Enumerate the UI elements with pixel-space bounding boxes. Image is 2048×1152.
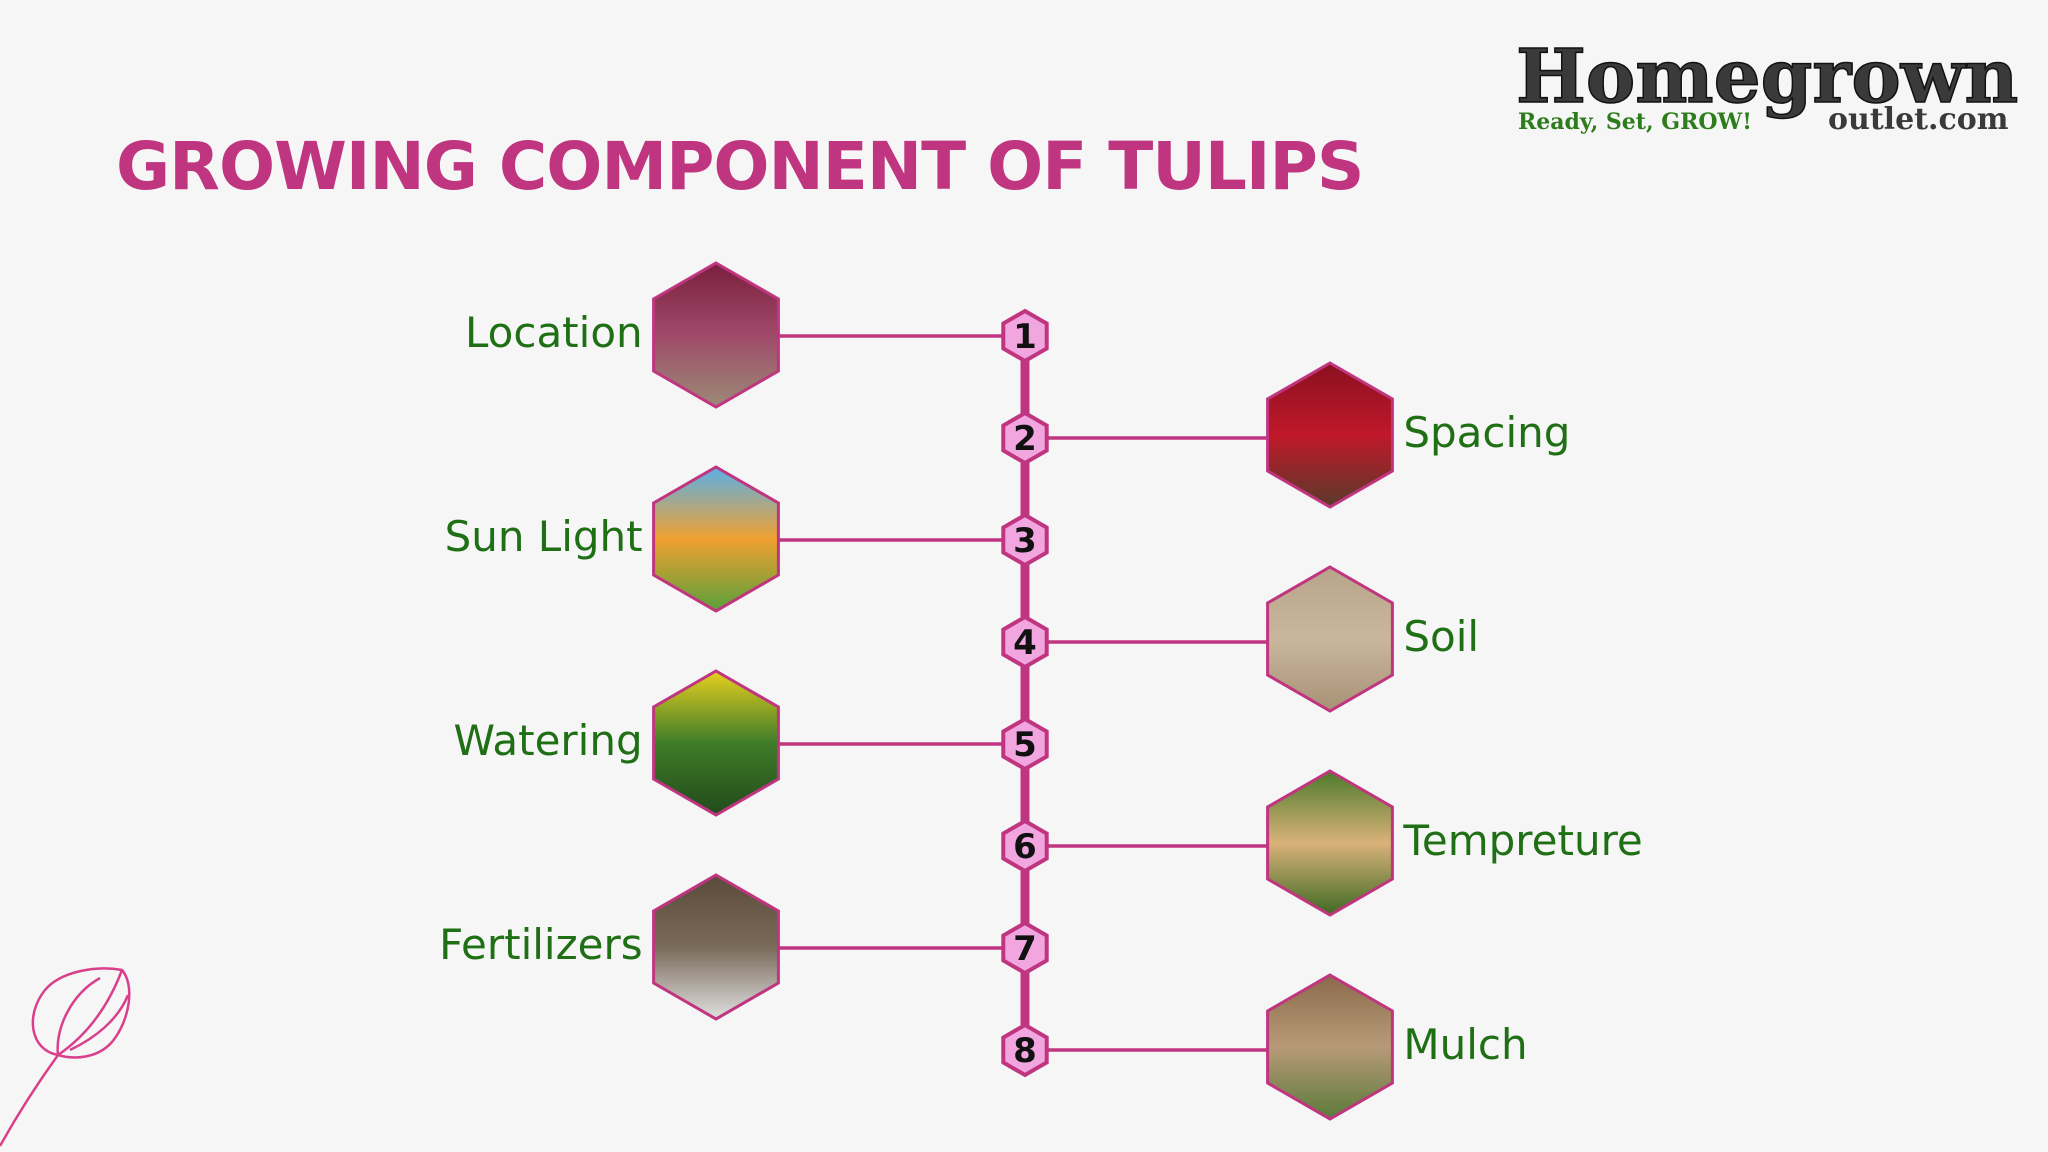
component-label-3: Sun Light [444,512,643,561]
component-label-2: Spacing [1403,408,1571,457]
step-number-4: 4 [1013,623,1037,663]
step-node-8 [1001,1022,1049,1078]
step-number-3: 3 [1013,521,1037,561]
component-label-5: Watering [453,716,643,765]
tulip-field-soil-photo [652,261,780,409]
tulips-sunlight-photo [652,465,780,613]
step-node-6 [1001,818,1049,874]
step-node-4 [1001,614,1049,670]
step-node-3 [1001,512,1049,568]
fertilizer-soil-photo [652,873,780,1021]
step-number-2: 2 [1013,419,1037,459]
component-label-6: Tempreture [1403,816,1643,865]
soil-sprouts-photo [1266,565,1394,713]
step-number-7: 7 [1013,929,1037,969]
component-label-4: Soil [1403,612,1480,661]
step-number-8: 8 [1013,1031,1037,1071]
svg-text:Homegrown: Homegrown [1516,34,2018,120]
step-node-7 [1001,920,1049,976]
thermometer-photo [1266,769,1394,917]
component-label-8: Mulch [1403,1020,1528,1069]
svg-text:outlet.com: outlet.com [1828,102,2009,137]
watering-tulips-photo [652,669,780,817]
step-node-5 [1001,716,1049,772]
tulip-outline-icon [0,967,131,1147]
step-number-6: 6 [1013,827,1037,867]
homegrown-logo: Homegrown Ready, Set, GROW! outlet.com [1515,33,2019,137]
svg-text:Ready, Set, GROW!: Ready, Set, GROW! [1518,109,1752,135]
step-node-2 [1001,410,1049,466]
step-node-1 [1001,308,1049,364]
mulch-seedling-photo [1266,973,1394,1121]
step-number-5: 5 [1013,725,1037,765]
component-label-7: Fertilizers [439,920,643,969]
tulip-rows-photo [1266,361,1394,509]
step-number-1: 1 [1013,317,1037,357]
component-label-1: Location [465,308,643,357]
page-title: GROWING COMPONENT OF TULIPS [116,128,1364,205]
